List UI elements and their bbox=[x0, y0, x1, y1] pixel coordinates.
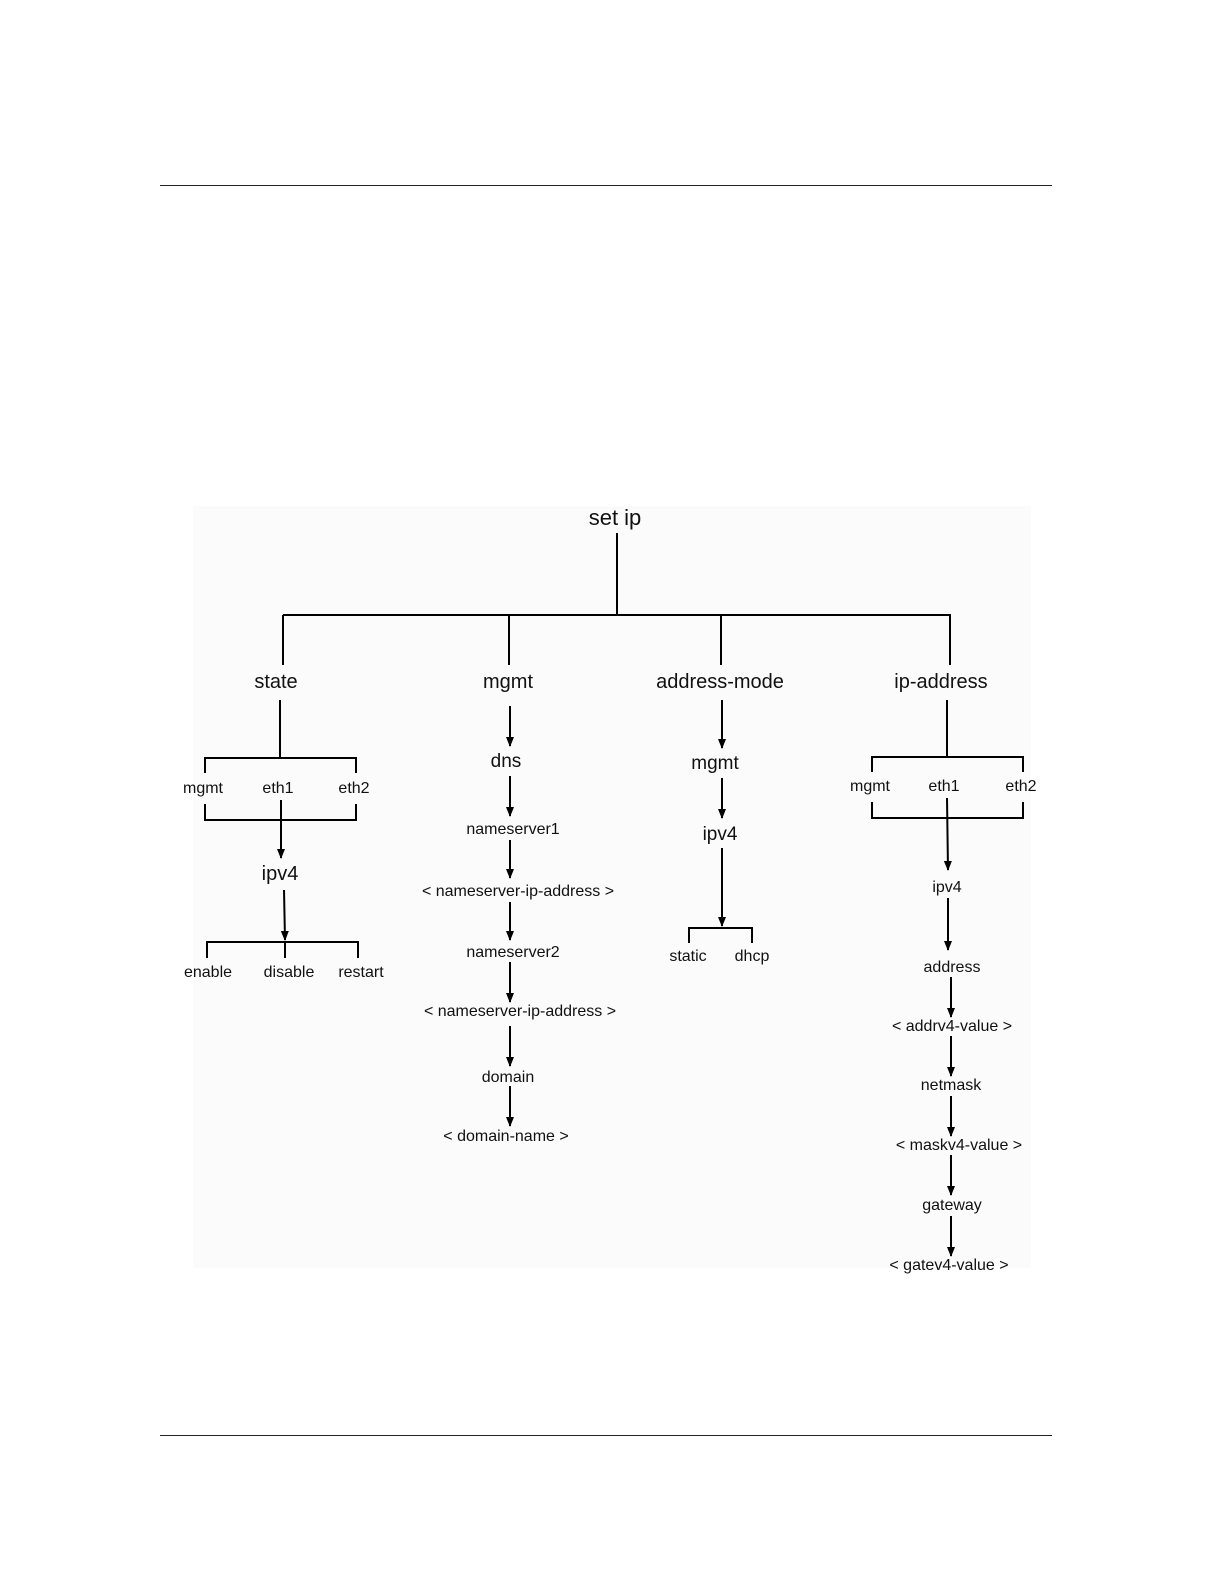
ip-address-netmask-node: netmask bbox=[921, 1077, 982, 1094]
ip-address-ipv4-node: ipv4 bbox=[932, 879, 961, 896]
footer-rule bbox=[160, 1435, 1052, 1436]
state-action-restart: restart bbox=[338, 964, 384, 981]
arrow bbox=[280, 889, 289, 941]
mgmt-nameserver2-node: nameserver2 bbox=[466, 944, 559, 961]
ip-address-gatev4-node: < gatev4-value > bbox=[889, 1257, 1008, 1274]
ip-address-interface-eth1: eth1 bbox=[928, 778, 959, 795]
ip-address-addrv4-node: < addrv4-value > bbox=[892, 1018, 1012, 1035]
ip-address-node: ip-address bbox=[894, 671, 987, 693]
state-ipv4-node: ipv4 bbox=[262, 863, 299, 885]
address-mode-static: static bbox=[669, 948, 706, 965]
state-action-disable: disable bbox=[264, 964, 315, 981]
state-interface-eth2: eth2 bbox=[338, 780, 369, 797]
ip-address-maskv4-node: < maskv4-value > bbox=[896, 1137, 1022, 1154]
state-action-enable: enable bbox=[184, 964, 232, 981]
ip-address-interface-eth2: eth2 bbox=[1005, 778, 1036, 795]
ip-address-address-node: address bbox=[924, 959, 981, 976]
root-node: set ip bbox=[589, 505, 642, 530]
interface-bracket-top bbox=[204, 757, 357, 773]
mgmt-nameserver-ip-node-2: < nameserver-ip-address > bbox=[424, 1003, 616, 1020]
address-mode-ipv4-node: ipv4 bbox=[703, 824, 738, 845]
state-node: state bbox=[254, 671, 297, 693]
address-mode-dhcp: dhcp bbox=[735, 948, 770, 965]
mgmt-domain-node: domain bbox=[482, 1069, 534, 1086]
mgmt-dns-node: dns bbox=[491, 751, 522, 772]
mode-bracket bbox=[688, 927, 753, 943]
mgmt-node: mgmt bbox=[483, 671, 533, 693]
ip-address-gateway-node: gateway bbox=[922, 1197, 982, 1214]
state-interface-eth1: eth1 bbox=[262, 780, 293, 797]
mgmt-nameserver1-node: nameserver1 bbox=[466, 821, 559, 838]
address-mode-node: address-mode bbox=[656, 671, 784, 693]
arrow bbox=[943, 797, 952, 871]
interface-bracket-top bbox=[871, 756, 1024, 772]
state-interface-mgmt: mgmt bbox=[183, 780, 224, 797]
address-mode-mgmt-node: mgmt bbox=[691, 753, 739, 774]
diagram-background bbox=[193, 506, 1031, 1268]
action-bracket bbox=[206, 941, 359, 958]
mgmt-domain-name-node: < domain-name > bbox=[443, 1128, 568, 1145]
mgmt-nameserver-ip-node-1: < nameserver-ip-address > bbox=[422, 883, 614, 900]
header-rule bbox=[160, 185, 1052, 186]
ip-address-interface-mgmt: mgmt bbox=[850, 778, 891, 795]
